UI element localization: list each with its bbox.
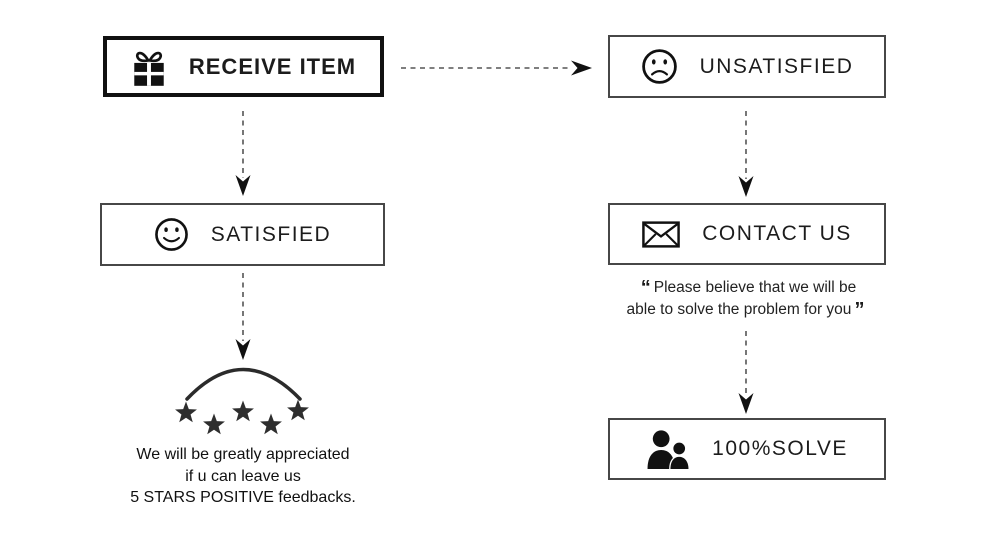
solve-box: 100%SOLVE (608, 418, 886, 480)
sad-face-icon (641, 48, 678, 85)
support-quote-line2: able to solve the problem for you” (596, 298, 898, 321)
gift-icon (131, 46, 167, 88)
open-quote-mark: “ (640, 277, 651, 299)
support-quote: “Please believe that we will be able to … (596, 276, 898, 321)
arrow-unsatisfied-to-contact (738, 111, 754, 197)
people-icon (646, 429, 690, 469)
support-quote-line1: “Please believe that we will be (596, 276, 898, 299)
contact-us-label: CONTACT US (702, 222, 852, 245)
arrow-contact-to-solve (738, 331, 754, 414)
smiley-face-icon (154, 217, 189, 252)
contact-us-box: CONTACT US (608, 203, 886, 265)
stars-caption-line2: if u can leave us (185, 467, 301, 485)
stars-caption: We will be greatly appreciated if u can … (83, 444, 403, 509)
stars-caption-line1: We will be greatly appreciated (136, 446, 350, 463)
envelope-icon (642, 220, 681, 248)
receive-item-box: RECEIVE ITEM (103, 36, 384, 97)
arrow-satisfied-to-stars (235, 273, 251, 360)
stars-caption-line3: 5 STARS POSITIVE feedbacks. (130, 489, 356, 506)
close-quote-mark: ” (854, 299, 865, 321)
satisfied-label: SATISFIED (210, 222, 332, 246)
arrow-receive-to-unsatisfied (401, 60, 592, 76)
arrow-receive-to-satisfied (235, 111, 251, 196)
five-stars (175, 399, 309, 435)
solve-label: 100%SOLVE (712, 437, 848, 460)
receive-item-label: RECEIVE ITEM (188, 53, 357, 79)
unsatisfied-box: UNSATISFIED (608, 35, 886, 98)
unsatisfied-label: UNSATISFIED (699, 54, 854, 78)
stars-arc (185, 367, 302, 401)
satisfied-box: SATISFIED (100, 203, 385, 266)
